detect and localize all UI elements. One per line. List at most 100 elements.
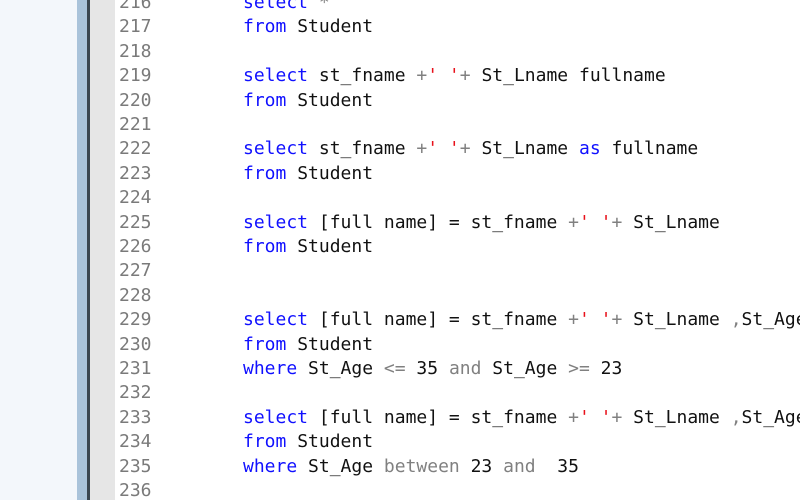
- code-line[interactable]: 228: [0, 284, 800, 308]
- identifier-token: Student: [286, 236, 374, 257]
- identifier-token: St_Age: [741, 309, 800, 331]
- operator-token: between: [383, 455, 460, 477]
- line-number: 226: [119, 236, 152, 257]
- identifier-token: Student: [286, 333, 374, 355]
- operator-token: +: [568, 406, 579, 428]
- line-text: from Student: [243, 89, 373, 113]
- editor-border: [87, 0, 90, 500]
- keyword-token: where: [243, 358, 298, 379]
- line-number: 236: [119, 480, 152, 501]
- identifier-token: 23: [459, 455, 504, 477]
- operator-token: ,: [730, 309, 742, 331]
- code-line[interactable]: 224: [0, 186, 800, 210]
- code-line[interactable]: 217 from Student: [0, 15, 800, 39]
- keyword-token: from: [243, 431, 287, 453]
- line-text: from Student: [243, 430, 373, 454]
- code-line[interactable]: 230 from Student: [0, 333, 800, 357]
- code-line[interactable]: 231 where St_Age <= 35 and St_Age >= 23: [0, 357, 800, 381]
- string-token: ' ': [578, 211, 612, 233]
- operator-token: +: [416, 138, 428, 160]
- identifier-token: St_Age: [297, 358, 384, 379]
- line-number: 227: [119, 260, 152, 282]
- identifier-token: St_Lname: [622, 309, 731, 331]
- keyword-token: from: [243, 162, 287, 184]
- identifier-token: st_fname: [308, 138, 417, 160]
- line-number: 224: [119, 187, 152, 209]
- line-number: 232: [119, 382, 152, 404]
- line-text: from Student: [243, 235, 373, 259]
- identifier-token: Student: [286, 16, 374, 38]
- line-number: 231: [119, 358, 152, 379]
- code-line[interactable]: 235 where St_Age between 23 and 35: [0, 455, 800, 479]
- code-line[interactable]: 227: [0, 259, 800, 283]
- line-number: 221: [119, 114, 152, 135]
- code-line[interactable]: 232: [0, 381, 800, 405]
- editor-gutter: [90, 0, 115, 500]
- operator-token: +: [611, 406, 623, 428]
- line-text: where St_Age between 23 and 35: [243, 455, 579, 479]
- identifier-token: St_Lname fullname: [470, 65, 666, 87]
- keyword-token: select: [243, 309, 309, 331]
- side-panel: [0, 0, 77, 500]
- identifier-token: fullname: [600, 138, 699, 160]
- keyword-token: select: [243, 406, 309, 428]
- code-line[interactable]: 222 select st_fname +' '+ St_Lname as ful…: [0, 137, 800, 161]
- identifier-token: st_fname: [308, 65, 417, 87]
- identifier-token: 23: [589, 358, 623, 379]
- keyword-token: as: [578, 138, 601, 160]
- panel-splitter[interactable]: [77, 0, 87, 500]
- keyword-token: from: [243, 236, 287, 257]
- line-number: 235: [119, 455, 152, 477]
- line-text: select [full name] = st_fname +' '+ St_L…: [243, 211, 720, 235]
- code-line[interactable]: 236: [0, 479, 800, 503]
- code-line[interactable]: 220 from Student: [0, 89, 800, 113]
- line-number: 220: [119, 89, 152, 111]
- operator-token: ,: [730, 406, 742, 428]
- identifier-token: [full name] = st_fname: [308, 406, 569, 428]
- line-number: 230: [119, 333, 152, 355]
- identifier-token: [full name] = st_fname: [308, 309, 569, 331]
- line-number: 222: [119, 138, 152, 160]
- string-token: ' ': [427, 138, 460, 160]
- operator-token: <=: [383, 358, 406, 379]
- identifier-token: Student: [286, 162, 374, 184]
- identifier-token: St_Lname: [470, 138, 579, 160]
- keyword-token: select: [243, 211, 309, 233]
- identifier-token: [308, 0, 319, 13]
- operator-token: and: [503, 455, 536, 477]
- keyword-token: from: [243, 16, 287, 38]
- operator-token: +: [568, 211, 579, 233]
- identifier-token: Student: [286, 431, 374, 453]
- line-text: from Student: [243, 333, 373, 357]
- identifier-token: St_Age: [297, 455, 384, 477]
- operator-token: >=: [568, 358, 590, 379]
- code-line[interactable]: 223 from Student: [0, 162, 800, 186]
- operator-token: +: [568, 309, 579, 331]
- line-text: from Student: [243, 162, 373, 186]
- code-line[interactable]: 216 select *: [0, 0, 800, 15]
- identifier-token: St_Lname: [622, 406, 731, 428]
- line-number: 223: [119, 162, 152, 184]
- keyword-token: select: [243, 138, 309, 160]
- string-token: ' ': [427, 65, 460, 87]
- line-text: select [full name] = st_fname +' '+ St_L…: [243, 308, 800, 332]
- code-line[interactable]: 226 from Student: [0, 235, 800, 259]
- identifier-token: 35: [535, 455, 579, 477]
- line-number: 217: [119, 16, 152, 38]
- code-line[interactable]: 221: [0, 113, 800, 137]
- operator-token: +: [459, 65, 471, 87]
- line-text: where St_Age <= 35 and St_Age >= 23: [243, 357, 622, 381]
- keyword-token: select: [243, 65, 309, 87]
- line-text: select *: [243, 0, 330, 15]
- string-token: ' ': [578, 309, 612, 331]
- operator-token: +: [459, 138, 471, 160]
- string-token: ' ': [578, 406, 612, 428]
- line-number: 219: [119, 65, 152, 87]
- code-line[interactable]: 218: [0, 40, 800, 64]
- line-number: 216: [119, 0, 152, 13]
